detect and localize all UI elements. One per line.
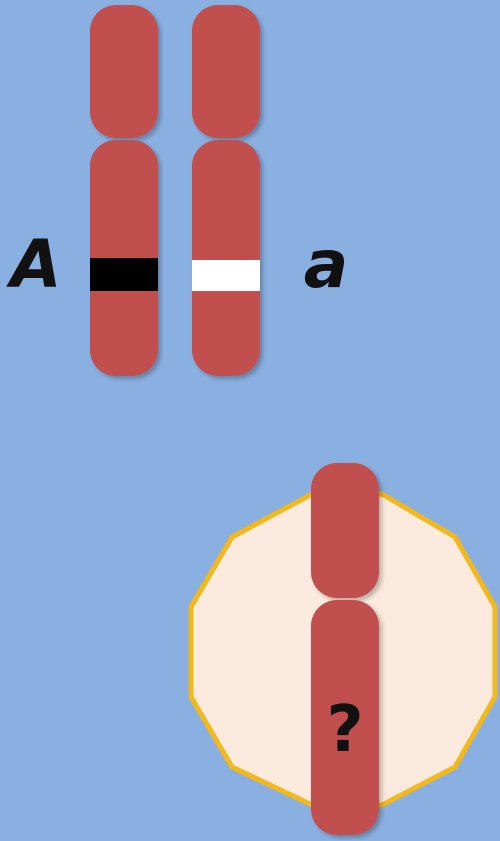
homologous-chromosome-pair: A a xyxy=(5,5,348,376)
gamete-cell: ? xyxy=(188,463,498,835)
gamete-chromosome-lower-arm xyxy=(311,600,379,835)
dominant-allele-band xyxy=(90,258,158,291)
chromosome-left-upper-arm xyxy=(90,5,158,138)
gamete-chromosome-upper-arm xyxy=(311,463,379,598)
chromosome-right-upper-arm xyxy=(192,5,260,138)
dominant-allele-label: A xyxy=(5,226,61,303)
chromosome-right xyxy=(192,5,260,376)
gamete-chromosome xyxy=(311,463,379,835)
unknown-allele-label: ? xyxy=(326,693,363,767)
chromosome-right-lower-arm xyxy=(192,140,260,376)
recessive-allele-band xyxy=(192,260,260,291)
chromosome-left xyxy=(90,5,158,376)
recessive-allele-label: a xyxy=(304,226,349,303)
